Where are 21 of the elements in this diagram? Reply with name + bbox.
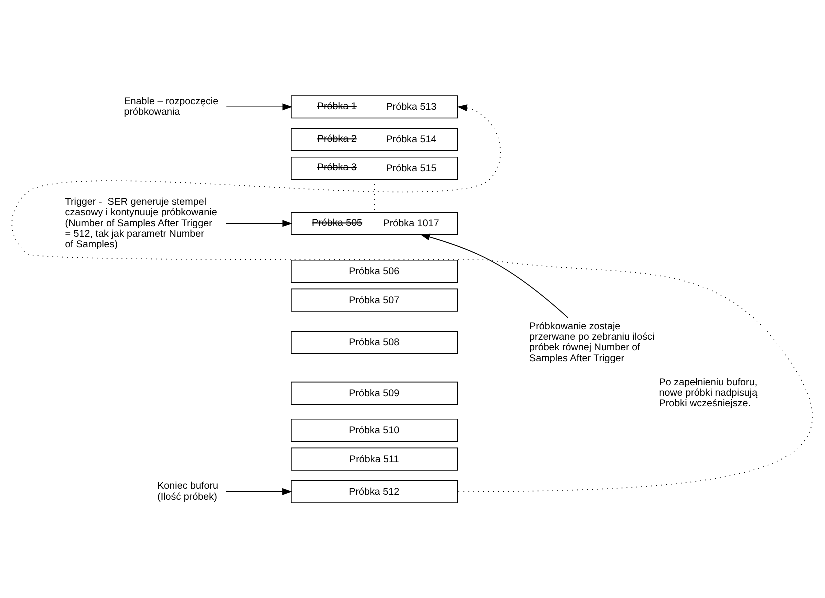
arrow	[226, 103, 293, 110]
arrow	[420, 233, 569, 318]
node-text: Koniec buforu (Ilość próbek)	[158, 480, 219, 502]
arrow	[226, 220, 293, 227]
node-box: Próbka 510	[291, 418, 458, 442]
arrow	[12, 104, 814, 492]
label: Po zapełnieniu buforu, nowe próbki nadpisują Probki wcześniejsze.	[659, 376, 758, 410]
node-text: Trigger - SER generuje stempel czasowy i kontynuuje próbkowanie (Number of Samples After Trigger = 512, tak jak parametr Number of Samples)	[65, 196, 218, 250]
node-box: Próbka 505 Próbka 1017	[291, 212, 458, 235]
node-box: Próbka 507	[291, 288, 458, 312]
node-box: Próbka 506	[291, 259, 458, 283]
node-box: Próbka 508	[291, 330, 458, 354]
node-text: Próbkowanie zostaje przerwane po zebraniu ilości próbek równej Number of Samples After Trigger	[530, 320, 655, 364]
node-box: Próbka 512	[291, 480, 458, 503]
node-box: Próbka 509	[291, 381, 458, 404]
node-box: Próbka 1 Próbka 513	[291, 95, 458, 118]
node-box: Próbka 3 Próbka 515	[291, 156, 458, 180]
node-box: Próbka 2 Próbka 514	[291, 128, 458, 151]
node-text: Enable – rozpoczęcie próbkowania	[124, 96, 219, 118]
node-box: Próbka 511	[291, 447, 458, 470]
arrow	[226, 488, 292, 495]
